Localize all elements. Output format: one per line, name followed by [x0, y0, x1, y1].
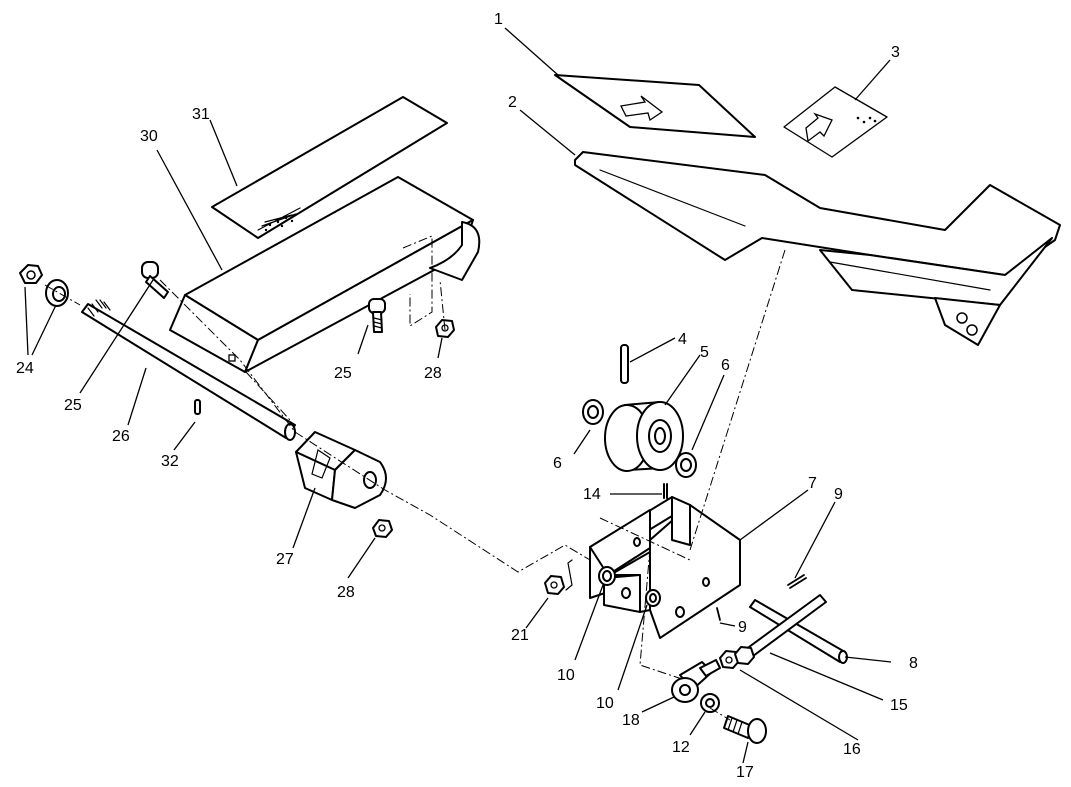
callout-2: 2 [508, 94, 517, 111]
callout-16: 16 [843, 741, 861, 758]
callout-6a: 6 [553, 455, 562, 472]
callout-15: 15 [890, 697, 908, 714]
part-1-plate [554, 74, 756, 138]
callout-14: 14 [583, 486, 601, 503]
part-28-nuts [372, 319, 455, 538]
part-2-pedal-bracket [574, 151, 1061, 346]
callout-3: 3 [891, 44, 900, 61]
part-10-bushings [598, 566, 661, 607]
callout-5: 5 [700, 344, 709, 361]
part-12-washer [700, 693, 720, 713]
assembly-center-lines [44, 249, 786, 721]
part-3-decal [783, 86, 888, 158]
part-14-cotter [663, 483, 668, 499]
callout-25b: 25 [334, 365, 352, 382]
callout-4: 4 [678, 331, 687, 348]
callout-9a: 9 [834, 486, 843, 503]
callout-25a: 25 [64, 397, 82, 414]
part-32-pin [194, 399, 201, 415]
part-6-washers [582, 399, 697, 478]
part-7-bracket [589, 496, 741, 639]
part-16-nuts [719, 646, 755, 669]
callout-30: 30 [140, 128, 158, 145]
callout-26: 26 [112, 428, 130, 445]
callout-27: 27 [276, 551, 294, 568]
part-9-cotter-pins [716, 574, 807, 621]
part-31-pad [211, 96, 448, 239]
part-21-nut [544, 559, 573, 595]
part-4-pin [620, 344, 629, 384]
callout-12: 12 [672, 739, 690, 756]
part-5-roller [604, 401, 684, 472]
callout-9b: 9 [738, 619, 747, 636]
callout-31: 31 [192, 106, 210, 123]
part-8-rod [749, 599, 848, 664]
callout-17: 17 [736, 764, 754, 781]
part-26-rod [81, 299, 296, 441]
callout-6b: 6 [721, 357, 730, 374]
callout-32: 32 [161, 453, 179, 470]
callout-8: 8 [909, 655, 918, 672]
callout-18: 18 [622, 712, 640, 729]
callout-21: 21 [511, 627, 529, 644]
callout-7: 7 [808, 475, 817, 492]
part-30-pedal-housing [169, 176, 481, 373]
leader-lines [24, 27, 892, 764]
callout-1: 1 [494, 11, 503, 28]
part-27-clevis [295, 431, 387, 509]
callout-28b: 28 [337, 584, 355, 601]
callout-24: 24 [16, 360, 34, 377]
part-17-bolt [723, 715, 767, 744]
callout-28a: 28 [424, 365, 442, 382]
part-24-nut-washer [19, 264, 69, 307]
callout-labels: 1 2 3 4 5 6 6 7 8 9 9 10 10 12 14 15 16 … [16, 11, 918, 781]
callout-10b: 10 [596, 695, 614, 712]
part-18-rod-end [671, 659, 721, 703]
callout-10a: 10 [557, 667, 575, 684]
